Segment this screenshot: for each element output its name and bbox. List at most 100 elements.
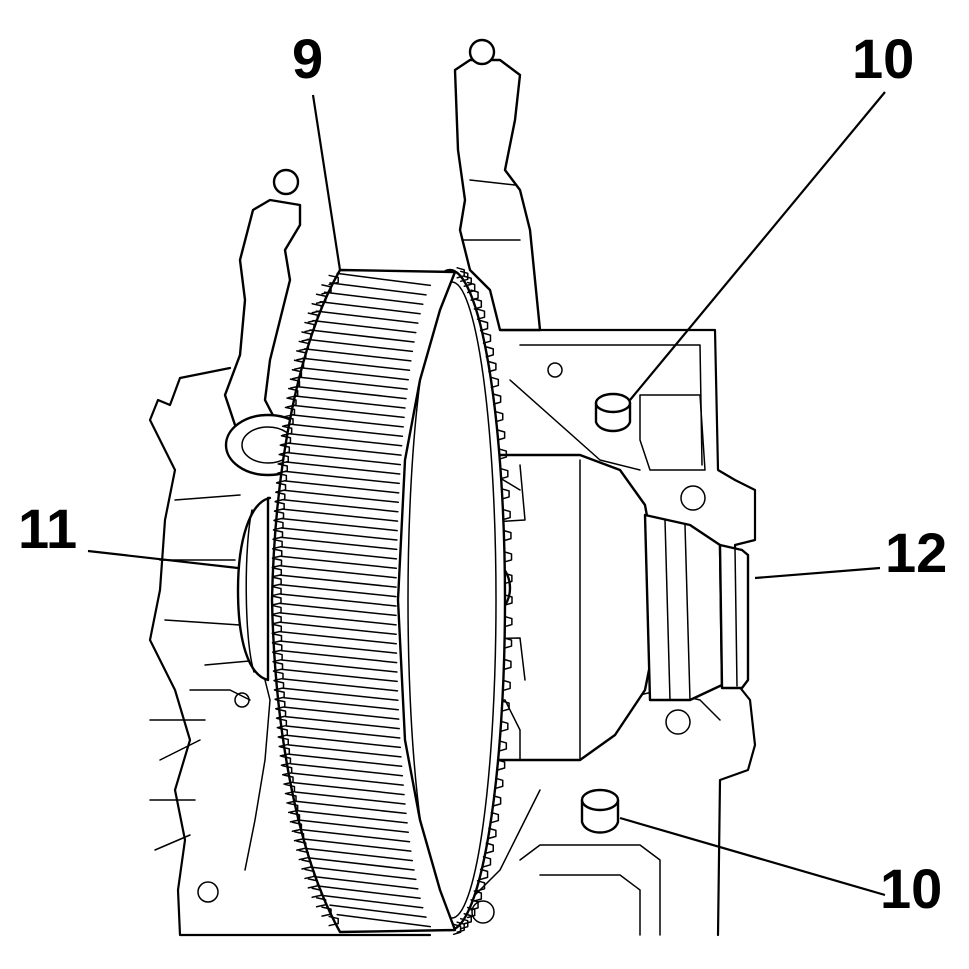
gear-tooth-notch: [304, 321, 315, 333]
gear-tooth: [279, 564, 397, 579]
gear-rim-tooth: [479, 319, 489, 332]
gear-rim-tooth: [503, 658, 512, 671]
gear-rim-tooth: [473, 890, 483, 902]
gear-tooth: [283, 706, 400, 720]
gear-tooth-notch: [271, 557, 283, 569]
gear-tooth-notch: [315, 896, 327, 908]
gear-tooth: [281, 678, 399, 692]
gear-tooth: [294, 395, 406, 409]
gear-rim-tooth: [485, 842, 495, 854]
gear-tooth: [279, 621, 397, 636]
gear-rim-tooth: [504, 594, 513, 606]
gear-tooth: [280, 640, 398, 654]
gear-rim-tooth: [490, 376, 500, 389]
gear-rim-tooth: [498, 740, 508, 752]
gear-rim-tooth: [488, 827, 497, 840]
gear-tooth: [288, 432, 403, 447]
gear-tooth: [315, 310, 419, 324]
gear-tooth: [306, 847, 414, 862]
gear-rim-tooth: [473, 298, 483, 310]
gear-tooth: [309, 857, 415, 871]
housing-bolt-hole: [680, 485, 706, 511]
housing-bolt-hole: [665, 709, 691, 735]
gear-tooth: [282, 498, 399, 513]
gear-rim-tooth: [492, 393, 502, 405]
gear-tooth-notch: [272, 529, 284, 540]
gear-tooth: [291, 772, 404, 786]
gear-tooth-notch: [273, 519, 284, 531]
gear-tooth-notch: [275, 698, 286, 710]
gear-rim-tooth: [482, 856, 492, 868]
gear-tooth: [281, 508, 399, 522]
gear-tooth-notch: [283, 774, 294, 785]
gear-tooth: [280, 659, 398, 673]
gear-tooth-notch: [284, 406, 296, 418]
gear-tooth: [309, 329, 415, 343]
gear-tooth: [295, 800, 407, 815]
gear-rim-tooth: [494, 410, 504, 423]
gear-tooth: [279, 583, 397, 598]
gear-tooth: [280, 527, 398, 541]
gear-rim-tooth: [485, 346, 495, 358]
callout-12: 12: [885, 521, 947, 584]
gear-tooth-notch: [321, 906, 332, 917]
gear-tooth-notch: [272, 651, 283, 663]
gear-tooth-notch: [271, 623, 283, 635]
gear-rim-tooth: [490, 811, 500, 824]
gear-tooth: [284, 470, 400, 485]
leader-line-12: [754, 566, 881, 580]
gear-rim-tooth: [500, 720, 509, 733]
gear-tooth-notch: [301, 331, 312, 342]
gear-tooth-notch: [271, 576, 282, 587]
gear-tooth: [294, 791, 406, 805]
gear-tooth-notch: [279, 444, 291, 455]
gear-tooth: [279, 630, 398, 645]
gear-rim-tooth: [503, 529, 512, 542]
gear-rim-tooth: [504, 615, 513, 628]
housing-bolt-hole: [471, 900, 495, 924]
gear-tooth: [279, 602, 397, 617]
callout-10-bottom: 10: [880, 857, 942, 920]
gear-tooth-notch: [271, 595, 282, 606]
gear-tooth-notch: [291, 821, 303, 833]
gear-tooth-notch: [283, 416, 294, 427]
gear-tooth-notch: [272, 538, 283, 550]
gear-tooth: [299, 366, 409, 381]
gear-tooth: [281, 517, 398, 532]
housing-bolt-hole: [197, 881, 219, 903]
gear-tooth-notch: [296, 840, 307, 851]
gear-tooth-notch: [287, 387, 299, 399]
gear-rim-tooth: [463, 275, 472, 287]
bearing-race-left: [236, 496, 272, 682]
gear-tooth-notch: [286, 397, 297, 408]
gear-tooth: [289, 762, 404, 777]
gear-tooth: [287, 744, 402, 758]
gear-tooth: [280, 536, 398, 551]
gear-tooth-notch: [276, 717, 288, 729]
gear-tooth-notch: [287, 802, 299, 814]
gear-tooth: [288, 753, 403, 768]
gear-tooth: [292, 404, 405, 419]
gear-tooth: [301, 357, 411, 372]
gear-tooth-notch: [278, 736, 289, 748]
gear-rim-tooth: [452, 923, 462, 936]
gear-tooth-notch: [274, 500, 285, 512]
gear-tooth: [304, 838, 412, 852]
housing-bolt-hole: [234, 692, 250, 708]
gear-tooth: [289, 423, 404, 438]
gear-tooth: [336, 913, 432, 928]
gear-tooth-notch: [291, 368, 303, 380]
gear-tooth: [283, 696, 400, 711]
gear-tooth-notch: [273, 680, 285, 691]
gear-rim-tooth: [498, 448, 508, 460]
gear-tooth: [323, 291, 424, 306]
gear-rim-tooth: [502, 508, 511, 521]
gear-tooth-notch: [298, 849, 310, 861]
gear-tooth: [297, 810, 408, 824]
gear-rim-tooth: [496, 759, 506, 771]
gear-tooth-notch: [277, 463, 289, 474]
ring-gear: [270, 267, 513, 936]
gear-tooth-notch: [307, 878, 319, 889]
